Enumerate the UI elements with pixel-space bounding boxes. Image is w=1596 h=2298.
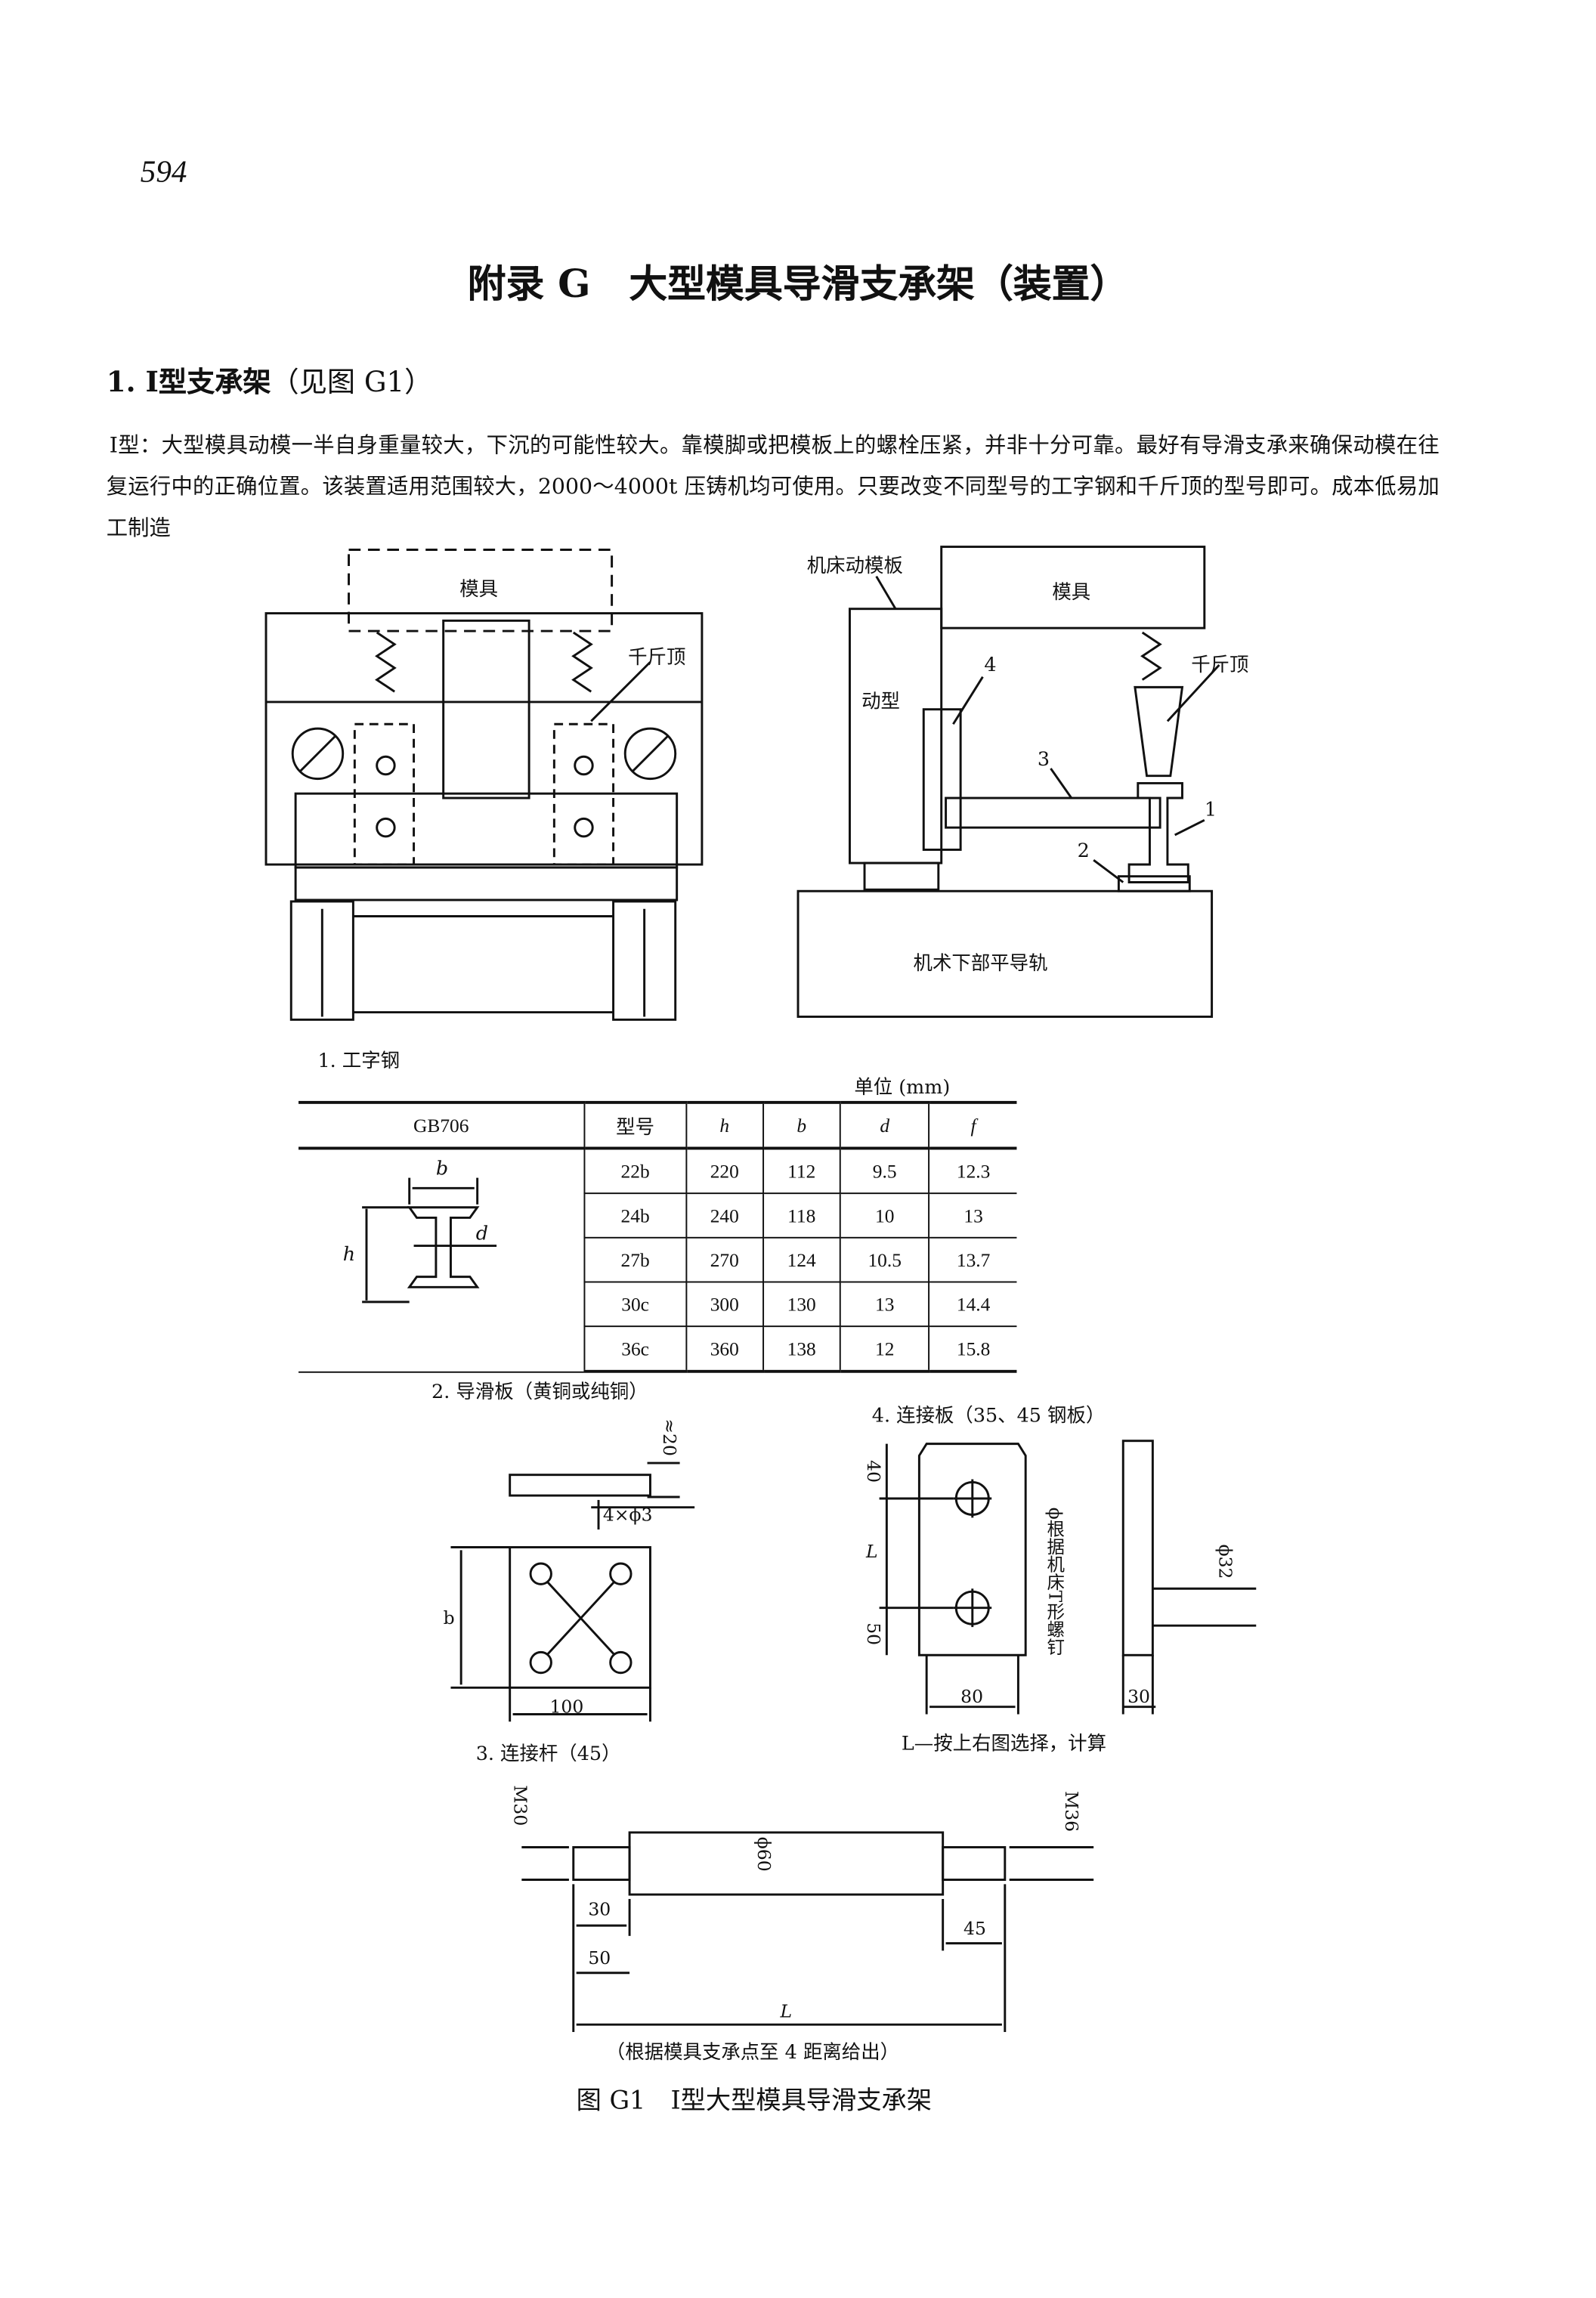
table-cell: 22b [583, 1147, 687, 1195]
table-cell: 360 [685, 1325, 764, 1373]
dim-phi32: ϕ32 [1214, 1544, 1236, 1579]
table-cell: 12.3 [928, 1147, 1017, 1195]
table-cell: 130 [762, 1281, 841, 1328]
header-f: f [928, 1100, 1017, 1150]
diagram-d-label: d [475, 1223, 488, 1246]
i-beam-caption: 1. 工字钢 [317, 1050, 401, 1073]
bolt-note: ϕ根据机床T形螺钉 [1044, 1507, 1066, 1656]
rod-dim-30: 30 [588, 1898, 611, 1920]
link-plate-drawing [879, 1440, 1257, 1715]
rod-caption: 3. 连接杆（45） [475, 1743, 621, 1766]
section-heading: 1. Ⅰ型支承架（见图 G1） [107, 360, 433, 401]
dim-L: L [865, 1541, 878, 1563]
page-number: 594 [140, 153, 187, 190]
header-standard: GB706 [298, 1100, 586, 1150]
table-cell: 12 [839, 1325, 930, 1373]
left-assembly-drawing [264, 549, 704, 1021]
unit-label: 单位 (mm) [854, 1077, 951, 1100]
table-cell: 10 [839, 1192, 930, 1239]
diagram-h-label: h [342, 1244, 356, 1267]
guide-plate-holes: 4×ϕ3 [602, 1504, 653, 1526]
rod-dim-L: L [780, 2000, 793, 2022]
header-d: d [839, 1100, 930, 1150]
table-cell: 124 [762, 1236, 841, 1283]
table-cell: 9.5 [839, 1147, 930, 1195]
moving-die-label: 动型 [861, 691, 900, 714]
dim-40: 40 [863, 1460, 884, 1483]
i-beam-diagram-cell [298, 1147, 586, 1372]
link-plate-note: L—按上右图选择，计算 [901, 1733, 1107, 1756]
table-cell: 36c [583, 1325, 687, 1373]
table-cell: 14.4 [928, 1281, 1017, 1328]
part-3-label: 3 [1037, 749, 1050, 772]
header-b: b [762, 1100, 841, 1150]
table-header-row: GB706 型号 h b d f [298, 1100, 1017, 1150]
dim-50: 50 [863, 1622, 884, 1646]
header-h: h [685, 1100, 764, 1150]
body-paragraph: Ⅰ型：大型模具动模一半自身重量较大，下沉的可能性较大。靠模脚或把模板上的螺栓压紧… [106, 434, 1440, 541]
connecting-rod-drawing [521, 1831, 1094, 2032]
table-cell: 13.7 [928, 1236, 1017, 1283]
table-cell: 112 [762, 1147, 841, 1195]
header-model: 型号 [583, 1100, 687, 1150]
guide-plate-b: b [443, 1607, 455, 1629]
left-jack-label: 千斤顶 [628, 647, 686, 670]
section-number: 1. Ⅰ型支承架 [106, 366, 271, 400]
table-cell: 10.5 [839, 1236, 930, 1283]
rod-m36: M36 [1061, 1791, 1082, 1833]
part-4-label: 4 [984, 654, 997, 677]
table-cell: 13 [928, 1192, 1017, 1239]
part-1-label: 1 [1204, 799, 1217, 822]
rod-dim-45: 45 [963, 1918, 986, 1939]
table-cell: 118 [762, 1192, 841, 1239]
rod-dim-50: 50 [588, 1947, 611, 1969]
table-cell: 220 [685, 1147, 764, 1195]
rail-label: 机术下部平导轨 [913, 953, 1048, 976]
table-cell: 13 [839, 1281, 930, 1328]
table-cell: 15.8 [928, 1325, 1017, 1373]
table-cell: 270 [685, 1236, 764, 1283]
right-jack-label: 千斤顶 [1191, 654, 1249, 677]
table-cell: 24b [583, 1192, 687, 1239]
guide-plate-drawing [450, 1461, 695, 1722]
table-cell: 27b [583, 1236, 687, 1283]
rod-note: （根据模具支承点至 4 距离给出） [605, 2042, 900, 2064]
rod-phi60: ϕ60 [753, 1836, 775, 1872]
right-side-drawing [796, 546, 1220, 1018]
right-mold-label: 模具 [1052, 582, 1091, 605]
section-ref: （见图 G1） [271, 366, 433, 400]
platen-label: 机床动模板 [806, 555, 903, 578]
left-mold-label: 模具 [459, 579, 499, 602]
rod-m30: M30 [509, 1785, 531, 1826]
guide-plate-thickness: ≈20 [659, 1418, 680, 1456]
table-cell: 30c [583, 1281, 687, 1328]
table-cell: 138 [762, 1325, 841, 1373]
table-cell: 300 [685, 1281, 764, 1328]
table-cell: 240 [685, 1192, 764, 1239]
dim-30: 30 [1127, 1686, 1151, 1707]
dim-80: 80 [960, 1686, 984, 1707]
guide-plate-width: 100 [549, 1696, 584, 1718]
appendix-title: 附录 G 大型模具导滑支承架（装置） [467, 263, 1129, 308]
link-plate-caption: 4. 连接板（35、45 钢板） [871, 1405, 1106, 1428]
part-2-label: 2 [1077, 840, 1090, 864]
diagram-b-label: b [435, 1158, 449, 1181]
figure-caption: 图 G1 Ⅰ型大型模具导滑支承架 [576, 2086, 933, 2117]
guide-plate-caption: 2. 导滑板（黄铜或纯铜） [431, 1381, 648, 1404]
